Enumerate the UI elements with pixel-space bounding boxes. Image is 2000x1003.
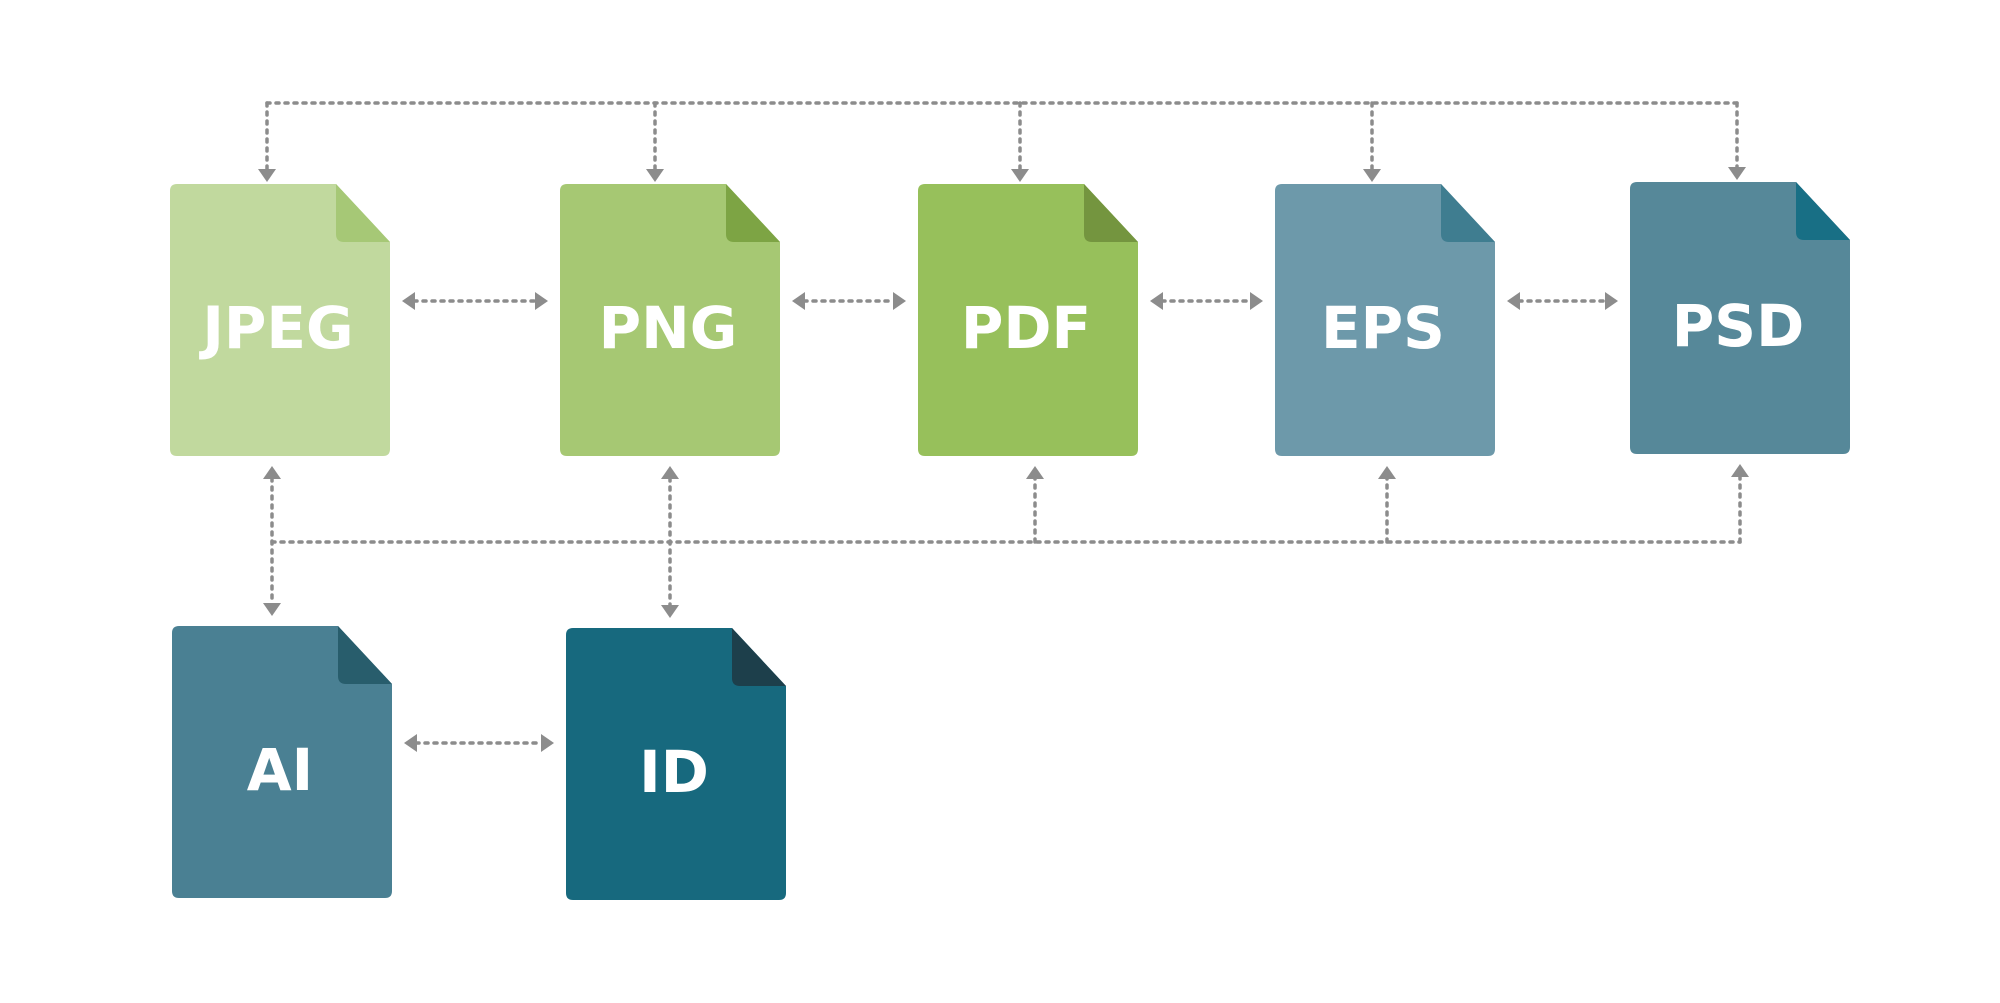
connector-jpeg-ai-arrow-down [263, 603, 281, 616]
bottom-bus-arrow-pdf [1026, 466, 1044, 479]
file-icon-psd: PSD [1630, 182, 1850, 454]
file-fold-id [732, 628, 786, 686]
file-body-psd [1630, 182, 1850, 454]
connector-png-pdf-arrow-left [792, 291, 805, 310]
file-icon-jpeg: JPEG [170, 184, 390, 456]
file-body-pdf [918, 184, 1138, 456]
file-label-jpeg: JPEG [198, 294, 353, 362]
file-icon-id: ID [566, 628, 786, 900]
bottom-bus-arrow-psd [1731, 464, 1749, 477]
connector-ai-id-arrow-left [404, 733, 417, 752]
connector-png-id-arrow-up [661, 466, 679, 479]
top-bus-arrow-jpeg [258, 169, 276, 182]
file-label-psd: PSD [1672, 292, 1804, 360]
file-icon-pdf: PDF [918, 184, 1138, 456]
file-body-png [560, 184, 780, 456]
top-bus-arrow-png [646, 169, 664, 182]
file-label-ai: AI [247, 736, 313, 804]
file-body-eps [1275, 184, 1495, 456]
connector-jpeg-png-arrow-left [402, 291, 415, 310]
top-bus-arrow-pdf [1011, 169, 1029, 182]
file-fold-ai [338, 626, 392, 684]
connector-png-id-arrow-down [661, 605, 679, 618]
file-label-png: PNG [599, 294, 738, 362]
top-bus-arrow-eps [1363, 169, 1381, 182]
connector-pdf-eps-arrow-right [1250, 291, 1263, 310]
file-label-id: ID [639, 738, 709, 806]
connector-lines [265, 101, 1742, 745]
file-fold-jpeg [336, 184, 390, 242]
connector-jpeg-ai-arrow-up [263, 466, 281, 479]
connector-jpeg-png-arrow-right [535, 291, 548, 310]
file-body-jpeg [170, 184, 390, 456]
file-fold-psd [1796, 182, 1850, 240]
file-fold-eps [1441, 184, 1495, 242]
top-bus-arrow-psd [1728, 167, 1746, 180]
connector-eps-psd-arrow-left [1507, 291, 1520, 310]
connector-eps-psd-arrow-right [1605, 291, 1618, 310]
file-fold-pdf [1084, 184, 1138, 242]
file-icon-png: PNG [560, 184, 780, 456]
connector-ai-id-arrow-right [541, 733, 554, 752]
file-icon-ai: AI [172, 626, 392, 898]
file-label-eps: EPS [1321, 294, 1445, 362]
connector-png-pdf-arrow-right [893, 291, 906, 310]
file-icons: JPEG PNG PDF EPS PSD AI ID [170, 182, 1850, 900]
file-body-id [566, 628, 786, 900]
file-body-ai [172, 626, 392, 898]
bottom-bus-arrow-eps [1378, 466, 1396, 479]
connector-pdf-eps-arrow-left [1150, 291, 1163, 310]
file-icon-eps: EPS [1275, 184, 1495, 456]
file-label-pdf: PDF [961, 294, 1091, 362]
file-fold-png [726, 184, 780, 242]
connector-arrowheads [258, 167, 1749, 752]
